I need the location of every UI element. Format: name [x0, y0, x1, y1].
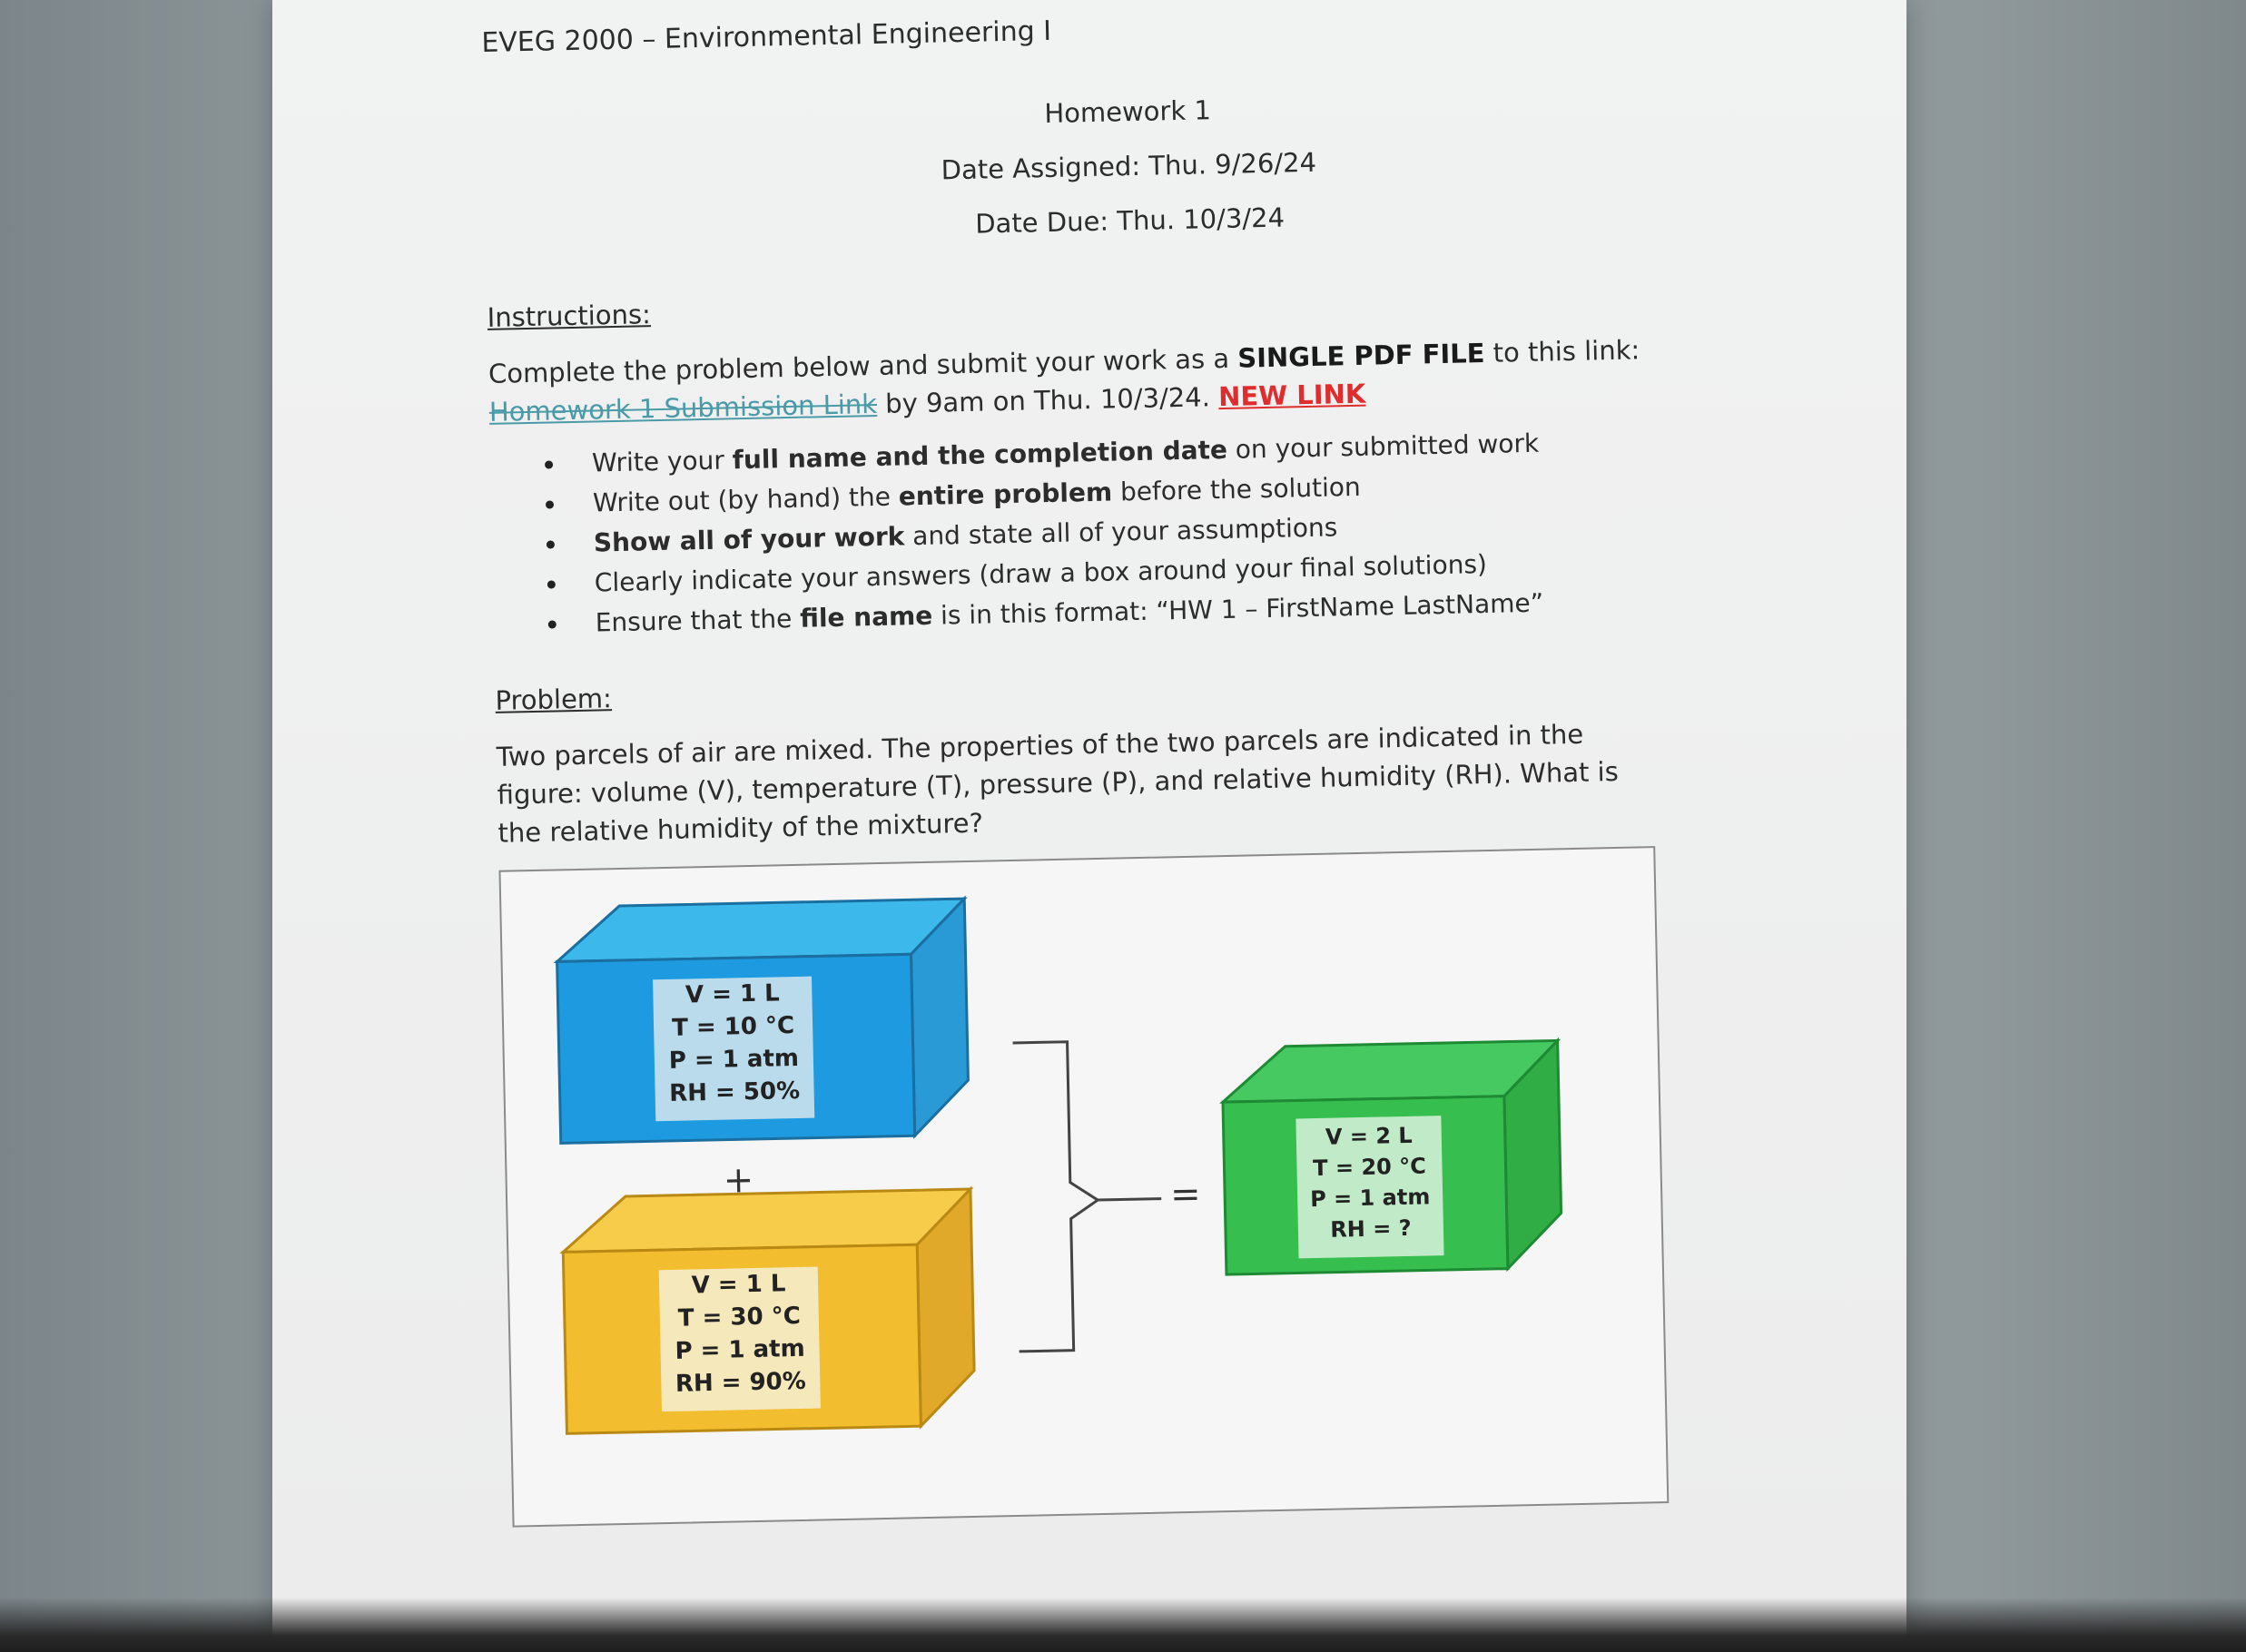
pressure-value: P = 1 atm [675, 1334, 805, 1365]
homework-title: Homework 1 [1044, 94, 1212, 130]
date-assigned: Date Assigned: Thu. 9/26/24 [941, 146, 1317, 186]
problem-text: Two parcels of air are mixed. The proper… [496, 718, 1620, 849]
volume-value: V = 2 L [1325, 1122, 1413, 1150]
bullet-text: Ensure that the [595, 603, 801, 638]
intro-text-2: to this link: [1484, 334, 1640, 369]
temperature-value: T = 10 °C [671, 1012, 795, 1042]
volume-value: V = 1 L [691, 1270, 786, 1300]
temperature-value: T = 20 °C [1312, 1153, 1427, 1182]
course-title: EVEG 2000 – Environmental Engineering I [481, 15, 1052, 59]
plus-sign: + [723, 1158, 754, 1202]
bullet-text: Write out (by hand) the [592, 481, 900, 518]
bullet-bold: file name [799, 600, 933, 634]
bullet-text: and state all of your assumptions [903, 512, 1338, 552]
mixing-diagram [553, 895, 1563, 1435]
yellow-parcel-label: V = 1 L T = 30 °C P = 1 atm RH = 90% [658, 1266, 821, 1412]
bullet-text: on your submitted work [1226, 428, 1540, 465]
pressure-value: P = 1 atm [1309, 1184, 1431, 1213]
humidity-value: RH = ? [1329, 1214, 1412, 1243]
temperature-value: T = 30 °C [677, 1302, 802, 1332]
document-page: EVEG 2000 – Environmental Engineering I … [272, 0, 1906, 1652]
submission-link[interactable]: Homework 1 Submission Link [488, 388, 878, 428]
pressure-value: P = 1 atm [668, 1044, 800, 1075]
humidity-value: RH = 50% [668, 1077, 801, 1107]
bullet-text: before the solution [1111, 471, 1362, 507]
bracket-shape [1012, 1040, 1100, 1353]
bullet-bold: entire problem [898, 477, 1113, 512]
humidity-value: RH = 90% [675, 1367, 807, 1398]
monitor-bezel-shadow [0, 1598, 2246, 1652]
date-due: Date Due: Thu. 10/3/24 [974, 202, 1286, 240]
mixing-figure: V = 1 L T = 10 °C P = 1 atm RH = 50% V =… [498, 846, 1670, 1528]
volume-value: V = 1 L [685, 979, 781, 1009]
green-parcel-label: V = 2 L T = 20 °C P = 1 atm RH = ? [1295, 1116, 1444, 1259]
intro-bold: SINGLE PDF FILE [1236, 337, 1485, 374]
bullet-text: Write your [591, 445, 734, 478]
equals-sign: = [1169, 1173, 1202, 1216]
instructions-intro: Complete the problem below and submit yo… [488, 328, 1778, 431]
problem-heading: Problem: [495, 683, 613, 716]
instructions-heading: Instructions: [487, 299, 652, 333]
intro-text-3: by 9am on Thu. 10/3/24. [876, 381, 1219, 419]
bullet-bold: full name and the completion date [732, 434, 1228, 476]
bullet-bold: Show all of your work [593, 521, 905, 558]
document-content: EVEG 2000 – Environmental Engineering I … [481, 0, 1801, 1528]
new-link[interactable]: NEW LINK [1217, 378, 1366, 413]
blue-parcel-label: V = 1 L T = 10 °C P = 1 atm RH = 50% [653, 976, 815, 1122]
instruction-list: Write your full name and the completion … [490, 418, 1783, 645]
bullet-text: is in this format: “HW 1 – FirstName Las… [931, 587, 1544, 631]
